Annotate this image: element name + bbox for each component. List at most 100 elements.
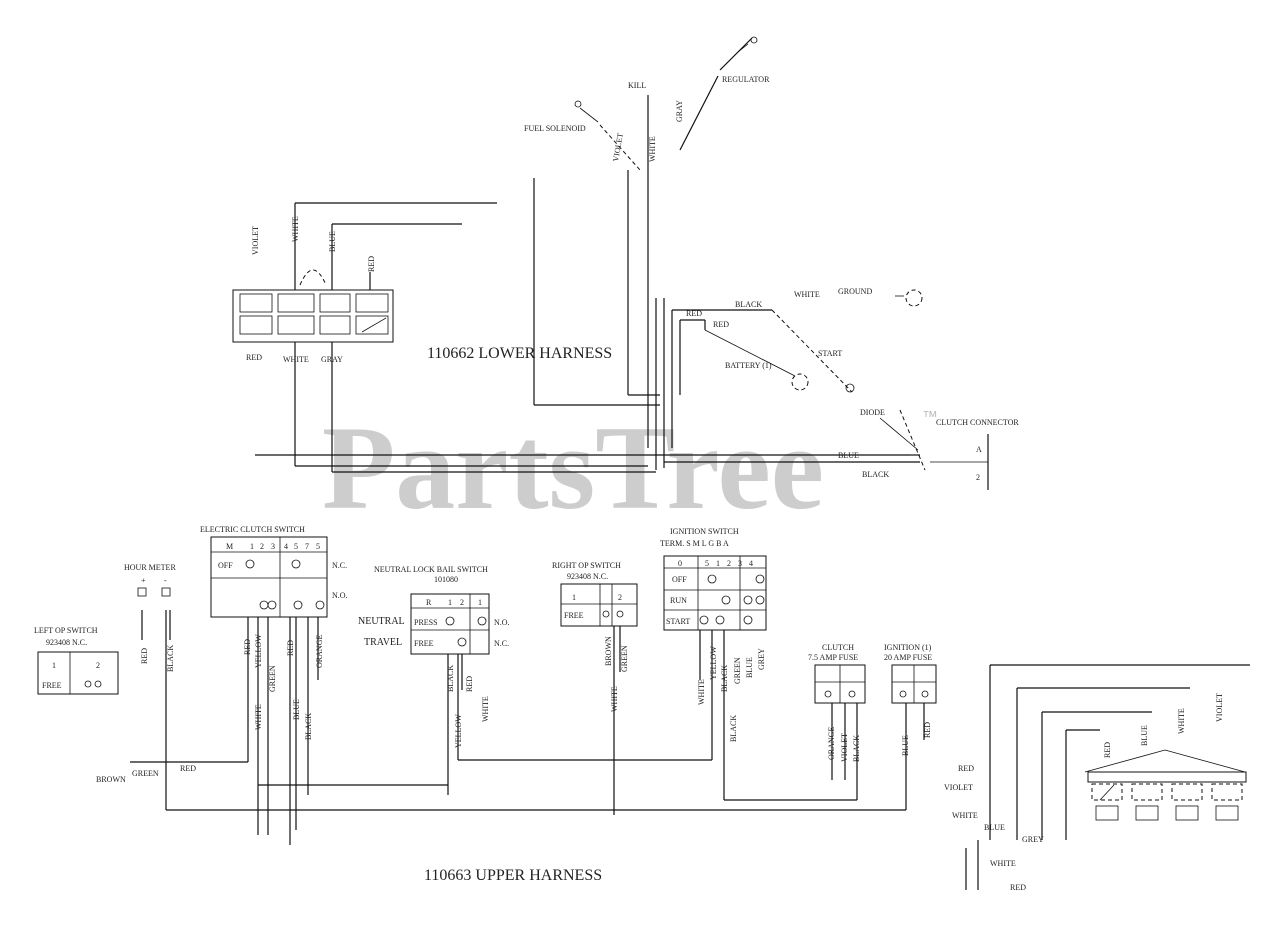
black-label-top: BLACK (735, 300, 762, 309)
lower-harness-connector: VIOLET WHITE BLUE RED RED WHITE GRAY (232, 202, 497, 472)
rc-cavity-8 (1215, 805, 1239, 821)
ign-contact-1 (707, 574, 717, 584)
ecs-contact-1 (245, 559, 255, 569)
violet-wire-top (599, 124, 641, 171)
upper-red-label: RED (180, 764, 196, 773)
lower-cavity-4 (355, 293, 389, 313)
nl-black-label: BLACK (446, 665, 455, 692)
ign-h4: 3 (738, 559, 742, 568)
left-op-contact-2 (94, 680, 102, 688)
red-label-1: RED (686, 309, 702, 318)
lower-cavity-6 (277, 315, 315, 335)
hour-meter-minus: - (164, 576, 167, 585)
rop-green-label: GREEN (620, 645, 629, 672)
ecs-h0: M (226, 542, 233, 551)
ecs-yellow-label: YELLOW (254, 634, 263, 668)
rop-contact-1 (602, 610, 610, 618)
nl-contact-1 (445, 616, 455, 626)
clutch-fuse: CLUTCH 7.5 AMP FUSE ORANGE VIOLET BLACK (808, 643, 866, 800)
ign-contact-5 (755, 595, 765, 605)
ecs-contact-6 (315, 600, 325, 610)
start-label: START (818, 349, 842, 358)
nl-yellow-label: YELLOW (454, 714, 463, 748)
ign-contact-3 (721, 595, 731, 605)
kill-label: KILL (628, 81, 646, 90)
clutch-pin-a: A (976, 445, 982, 454)
left-op-switch: LEFT OP SWITCH 923408 N.C. 1 2 FREE (34, 626, 119, 695)
clutch-fuse-rating: 7.5 AMP FUSE (808, 653, 858, 662)
diode-body (899, 409, 926, 471)
regulator-label: REGULATOR (722, 75, 770, 84)
upper-brown-label: BROWN (96, 775, 126, 784)
nl-h2: 2 (460, 598, 464, 607)
nl-white-label: WHITE (481, 696, 490, 722)
black-label-clutch: BLACK (862, 470, 889, 479)
ign-h0: 0 (678, 559, 682, 568)
red-label-2: RED (713, 320, 729, 329)
nl-title: NEUTRAL LOCK BAIL SWITCH (374, 565, 488, 574)
ign-h3: 2 (727, 559, 731, 568)
upper-green-label: GREEN (132, 769, 159, 778)
ign-white-label: WHITE (697, 679, 706, 705)
left-op-contact-1 (84, 680, 92, 688)
ecs-black-label: BLACK (304, 713, 313, 740)
hour-meter-title: HOUR METER (124, 563, 176, 572)
ignition-switch: IGNITION SWITCH TERM. S M L G B A 0 5 1 … (660, 527, 767, 800)
ign-grey-label: GREY (757, 648, 766, 670)
rop-body (560, 583, 638, 627)
left-op-pin2: 2 (96, 661, 100, 670)
blue-label: BLUE (328, 231, 337, 252)
ecs-contact-2 (291, 559, 301, 569)
red-bottom-label: RED (246, 353, 262, 362)
ecs-h2: 2 (260, 542, 264, 551)
ecs-title: ELECTRIC CLUTCH SWITCH (200, 525, 305, 534)
nl-neutral: NEUTRAL (358, 616, 405, 627)
rc-fanout (1084, 749, 1246, 773)
nl-nc: N.C. (494, 639, 509, 648)
ign-row-run: RUN (670, 596, 687, 605)
nl-no: N.O. (494, 618, 510, 627)
rop-contact-2 (616, 610, 624, 618)
ign-yellow-label: YELLOW (709, 646, 718, 680)
lower-harness-title: 110662 LOWER HARNESS (427, 345, 612, 362)
ecs-nc: N.C. (332, 561, 347, 570)
ecs-contact-4 (267, 600, 277, 610)
lower-connector-loop (299, 269, 327, 286)
nl-h1: 1 (448, 598, 452, 607)
ign-row-off: OFF (672, 575, 687, 584)
ecs-h3: 3 (271, 542, 275, 551)
hour-meter-plus: + (141, 576, 146, 585)
rc-red-label: RED (1103, 742, 1112, 758)
clutch-violet-label: VIOLET (840, 733, 849, 762)
lower-harness-trunk (255, 170, 920, 473)
nl-row1: PRESS (414, 618, 438, 627)
ign-h1: 5 (705, 559, 709, 568)
white-bottom-label: WHITE (283, 355, 309, 364)
rc-cavity-2 (1131, 783, 1163, 801)
clutch-fuse-contact-1 (824, 690, 832, 698)
lower-cavity-3 (319, 293, 351, 313)
rc-violet-label: VIOLET (1215, 693, 1224, 722)
clutch-fuse-title: CLUTCH (822, 643, 854, 652)
rc-side-violet: VIOLET (944, 783, 973, 792)
lower-cavity-hatch (361, 317, 387, 333)
rc-side-blue: BLUE (984, 823, 1005, 832)
rop-white-label: WHITE (610, 686, 619, 712)
right-connector: VIOLET WHITE BLUE RED RED VIOLET WHITE B… (944, 664, 1250, 892)
ecs-orange-label: ORANGE (315, 635, 324, 668)
ign-fuse-contact-2 (921, 690, 929, 698)
nl-row2: FREE (414, 639, 434, 648)
gray-wire-top (679, 75, 719, 151)
rop-pin2: 2 (618, 593, 622, 602)
left-op-body (37, 651, 119, 695)
nl-contact-3 (477, 616, 487, 626)
ign-blue-label: BLUE (745, 657, 754, 678)
battery-terminal (791, 373, 809, 391)
nl-contact-2 (457, 637, 467, 647)
ecs-row-off: OFF (218, 561, 233, 570)
ecs-blue-label: BLUE (292, 699, 301, 720)
ign-fuse-rating: 20 AMP FUSE (884, 653, 932, 662)
hour-meter-term-plus (137, 587, 147, 597)
ign-h5: 4 (749, 559, 753, 568)
